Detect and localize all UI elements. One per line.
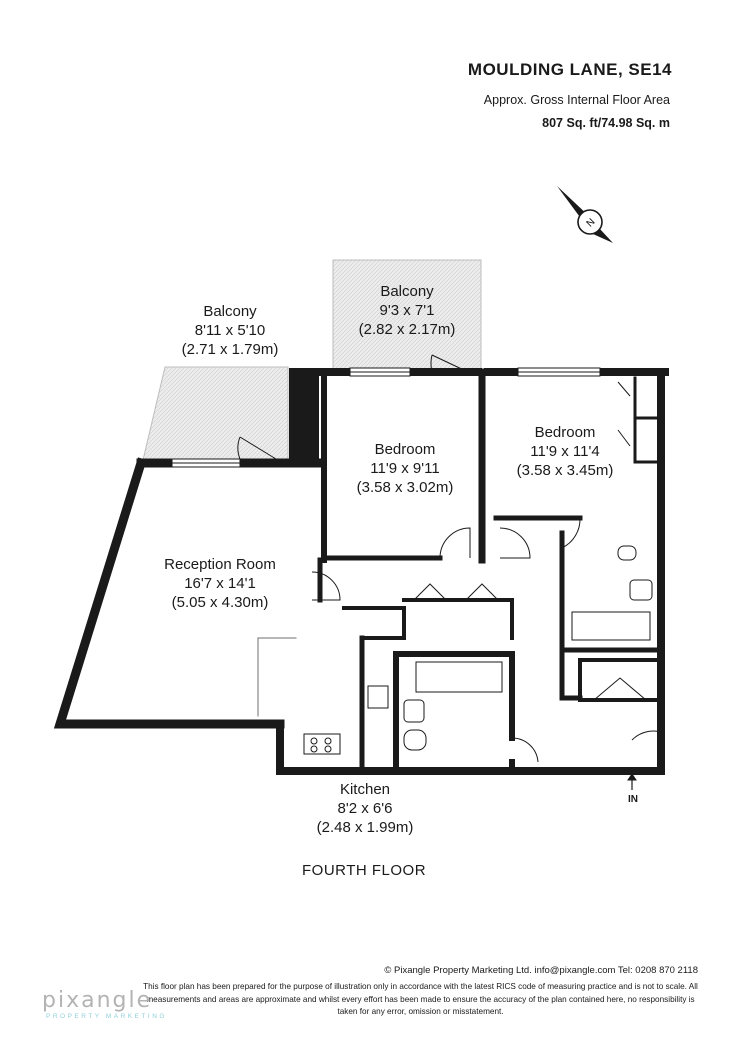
area-value: 807 Sq. ft/74.98 Sq. m	[542, 116, 670, 130]
room-dimensions-imperial: 8'11 x 5'10	[194, 322, 266, 339]
reception-left-wall	[53, 457, 285, 729]
room-dimensions-imperial: 8'2 x 6'6	[337, 800, 393, 817]
room-name: Balcony	[380, 283, 434, 300]
pixangle-logo: pixangle	[42, 988, 153, 1013]
toilet-bathroom	[403, 729, 427, 751]
corridor-wall	[342, 606, 406, 640]
kitchen-sink	[367, 685, 389, 709]
room-dimensions-imperial: 16'7 x 14'1	[184, 575, 256, 592]
door-entrance	[631, 730, 662, 771]
entrance-arrow-icon	[627, 773, 637, 790]
room-label-reception: Reception Room 16'7 x 14'1 (5.05 x 4.30m…	[140, 555, 300, 612]
footer-copyright: © Pixangle Property Marketing Ltd. info@…	[384, 965, 698, 976]
balcony-top-area	[332, 259, 482, 374]
room-dimensions-metric: (2.71 x 1.79m)	[181, 341, 279, 358]
room-label-balcony-left: Balcony 8'11 x 5'10 (2.71 x 1.79m)	[150, 302, 310, 359]
room-name: Reception Room	[164, 556, 276, 573]
bathtub-ensuite	[571, 611, 651, 641]
door-bedroom1	[439, 527, 471, 559]
room-dimensions-imperial: 9'3 x 7'1	[379, 302, 435, 319]
room-label-bedroom-2: Bedroom 11'9 x 11'4 (3.58 x 3.45m)	[492, 423, 638, 480]
reception-partition	[257, 637, 297, 717]
room-label-balcony-top: Balcony 9'3 x 7'1 (2.82 x 2.17m)	[333, 282, 481, 339]
room-name: Kitchen	[339, 781, 391, 798]
door-ensuite	[561, 517, 581, 549]
footer-disclaimer: This floor plan has been prepared for th…	[143, 982, 698, 1016]
wardrobe-doors-hall	[413, 583, 499, 601]
room-label-kitchen: Kitchen 8'2 x 6'6 (2.48 x 1.99m)	[290, 780, 440, 837]
door-balcony-left	[237, 436, 277, 460]
structural-column	[289, 368, 319, 466]
room-label-bedroom-1: Bedroom 11'9 x 9'11 (3.58 x 3.02m)	[330, 440, 480, 497]
balcony-left-area	[142, 366, 289, 461]
ensuite-walls	[559, 530, 664, 701]
room-dimensions-imperial: 11'9 x 9'11	[370, 460, 440, 477]
room-dimensions-metric: (2.82 x 2.17m)	[358, 321, 456, 338]
north-arrow-icon: N	[557, 186, 613, 243]
wardrobe-doors-bed2	[617, 381, 631, 447]
door-balcony-top	[430, 354, 469, 373]
room-dimensions-metric: (2.48 x 1.99m)	[316, 819, 414, 836]
door-bathroom	[511, 737, 539, 763]
floor-name: FOURTH FLOOR	[302, 862, 427, 879]
pixangle-logo-subtext: PROPERTY MARKETING	[46, 1013, 167, 1020]
room-dimensions-metric: (5.05 x 4.30m)	[171, 594, 269, 611]
room-name: Bedroom	[374, 441, 436, 458]
room-dimensions-metric: (3.58 x 3.02m)	[356, 479, 454, 496]
room-dimensions-metric: (3.58 x 3.45m)	[516, 462, 614, 479]
door-storage	[593, 677, 647, 701]
area-caption: Approx. Gross Internal Floor Area	[483, 93, 670, 107]
room-dimensions-imperial: 11'9 x 11'4	[530, 443, 600, 460]
kitchen-hob	[303, 733, 341, 755]
bathtub-main	[415, 661, 503, 693]
sink-bathroom	[403, 699, 425, 723]
bathroom-walls	[393, 651, 515, 774]
entrance-label: IN	[628, 794, 638, 805]
wardrobe-walls	[633, 376, 663, 464]
room-name: Balcony	[203, 303, 257, 320]
room-name: Bedroom	[534, 424, 596, 441]
sink-ensuite	[629, 579, 653, 601]
door-reception	[311, 571, 341, 601]
storage-walls	[578, 658, 663, 702]
door-bedroom2	[499, 527, 531, 559]
cupboard-walls	[402, 598, 514, 640]
property-address: MOULDING LANE, SE14	[467, 60, 672, 79]
toilet-ensuite	[617, 545, 637, 561]
